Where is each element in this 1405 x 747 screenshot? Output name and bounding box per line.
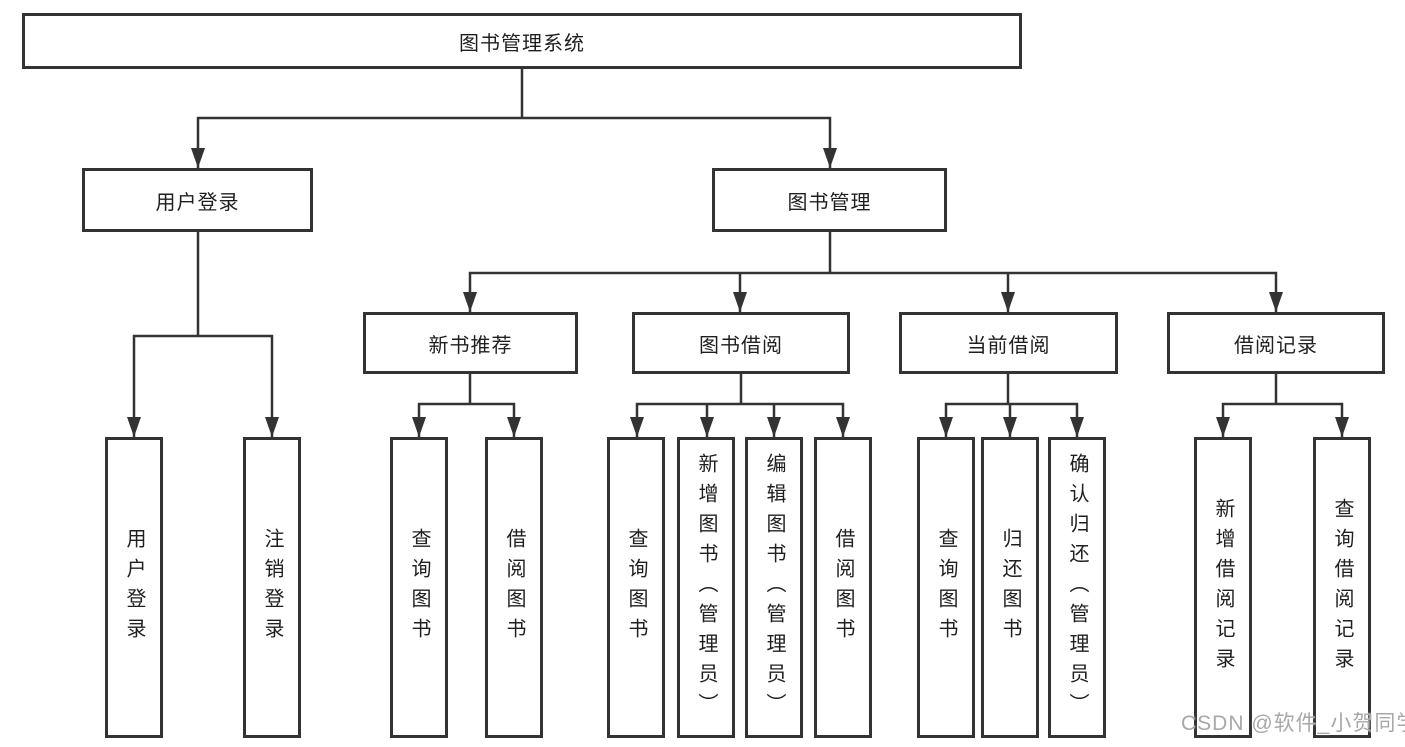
arrow-down-icon xyxy=(836,417,850,437)
node-root-label: 图书管理系统 xyxy=(459,32,585,55)
leaf-add-borrow-record: 新增借阅记录 xyxy=(1194,437,1252,738)
node-current-borrowing-label: 当前借阅 xyxy=(966,334,1051,357)
leaf-query-books-borrowing: 查询图书 xyxy=(607,437,665,738)
node-borrowing-records: 借阅记录 xyxy=(1167,312,1385,374)
connector-new-book-branch xyxy=(417,374,516,437)
arrow-down-icon xyxy=(1001,292,1015,312)
node-new-book-recommendation: 新书推荐 xyxy=(363,312,578,374)
node-book-management-label: 图书管理 xyxy=(787,191,872,214)
leaf-confirm-return-admin-label: 确认归还（管理员） xyxy=(1066,452,1088,723)
node-user-login: 用户登录 xyxy=(82,168,313,232)
leaf-query-books-current: 查询图书 xyxy=(917,437,975,738)
arrow-down-icon xyxy=(265,417,279,437)
leaf-logout: 注销登录 xyxy=(243,437,301,738)
arrow-down-icon xyxy=(700,417,714,437)
node-new-book-recommendation-label: 新书推荐 xyxy=(428,334,513,357)
leaf-user-login-label: 用户登录 xyxy=(123,527,145,648)
arrow-down-icon xyxy=(191,148,205,168)
connector-book-borrowing-branch xyxy=(635,374,845,437)
node-borrowing-records-label: 借阅记录 xyxy=(1234,334,1318,357)
leaf-user-login: 用户登录 xyxy=(105,437,163,738)
leaf-borrow-books-recommend-label: 借阅图书 xyxy=(503,527,525,648)
leaf-add-book-admin-label: 新增图书（管理员） xyxy=(695,452,717,723)
leaf-edit-book-admin-label: 编辑图书（管理员） xyxy=(763,452,785,723)
arrow-down-icon xyxy=(463,292,477,312)
leaf-query-books-recommend-label: 查询图书 xyxy=(408,527,430,648)
leaf-confirm-return-admin: 确认归还（管理员） xyxy=(1048,437,1106,738)
arrow-down-icon xyxy=(767,417,781,437)
leaf-add-book-admin: 新增图书（管理员） xyxy=(677,437,735,738)
node-book-management: 图书管理 xyxy=(712,168,947,232)
arrow-down-icon xyxy=(1003,417,1017,437)
leaf-query-borrow-record: 查询借阅记录 xyxy=(1313,437,1371,738)
leaf-edit-book-admin: 编辑图书（管理员） xyxy=(745,437,803,738)
arrow-down-icon xyxy=(507,417,521,437)
arrow-down-icon xyxy=(1216,417,1230,437)
leaf-borrow-books-borrowing: 借阅图书 xyxy=(814,437,872,738)
arrow-down-icon xyxy=(1269,292,1283,312)
arrow-down-icon xyxy=(1070,417,1084,437)
leaf-query-books-recommend: 查询图书 xyxy=(390,437,448,738)
node-book-borrowing-label: 图书借阅 xyxy=(699,334,783,357)
leaf-borrow-books-borrowing-label: 借阅图书 xyxy=(832,527,854,648)
leaf-query-books-current-label: 查询图书 xyxy=(935,527,957,648)
connector-borrowing-records-branch xyxy=(1221,374,1344,437)
arrowhead-icons xyxy=(127,148,1349,437)
node-current-borrowing: 当前借阅 xyxy=(899,312,1118,374)
arrow-down-icon xyxy=(823,148,837,168)
arrow-down-icon xyxy=(630,417,644,437)
arrow-down-icon xyxy=(939,417,953,437)
leaf-logout-label: 注销登录 xyxy=(261,527,283,648)
leaf-query-books-borrowing-label: 查询图书 xyxy=(625,527,647,648)
leaf-return-book-label: 归还图书 xyxy=(999,527,1021,648)
arrow-down-icon xyxy=(412,417,426,437)
watermark: CSDN @软件_小贺同学 xyxy=(1181,712,1405,735)
leaf-add-borrow-record-label: 新增借阅记录 xyxy=(1212,497,1234,678)
node-user-login-label: 用户登录 xyxy=(155,191,240,214)
node-book-borrowing: 图书借阅 xyxy=(632,312,850,374)
arrow-down-icon xyxy=(1335,417,1349,437)
connector-book-management-branch xyxy=(468,231,1278,312)
node-root: 图书管理系统 xyxy=(22,13,1022,69)
arrow-down-icon xyxy=(127,417,141,437)
arrow-down-icon xyxy=(733,292,747,312)
connector-root-to-level2 xyxy=(196,69,832,168)
leaf-query-borrow-record-label: 查询借阅记录 xyxy=(1331,497,1353,678)
leaf-return-book: 归还图书 xyxy=(981,437,1039,738)
leaf-borrow-books-recommend: 借阅图书 xyxy=(485,437,543,738)
connector-user-login-branch xyxy=(132,231,274,437)
